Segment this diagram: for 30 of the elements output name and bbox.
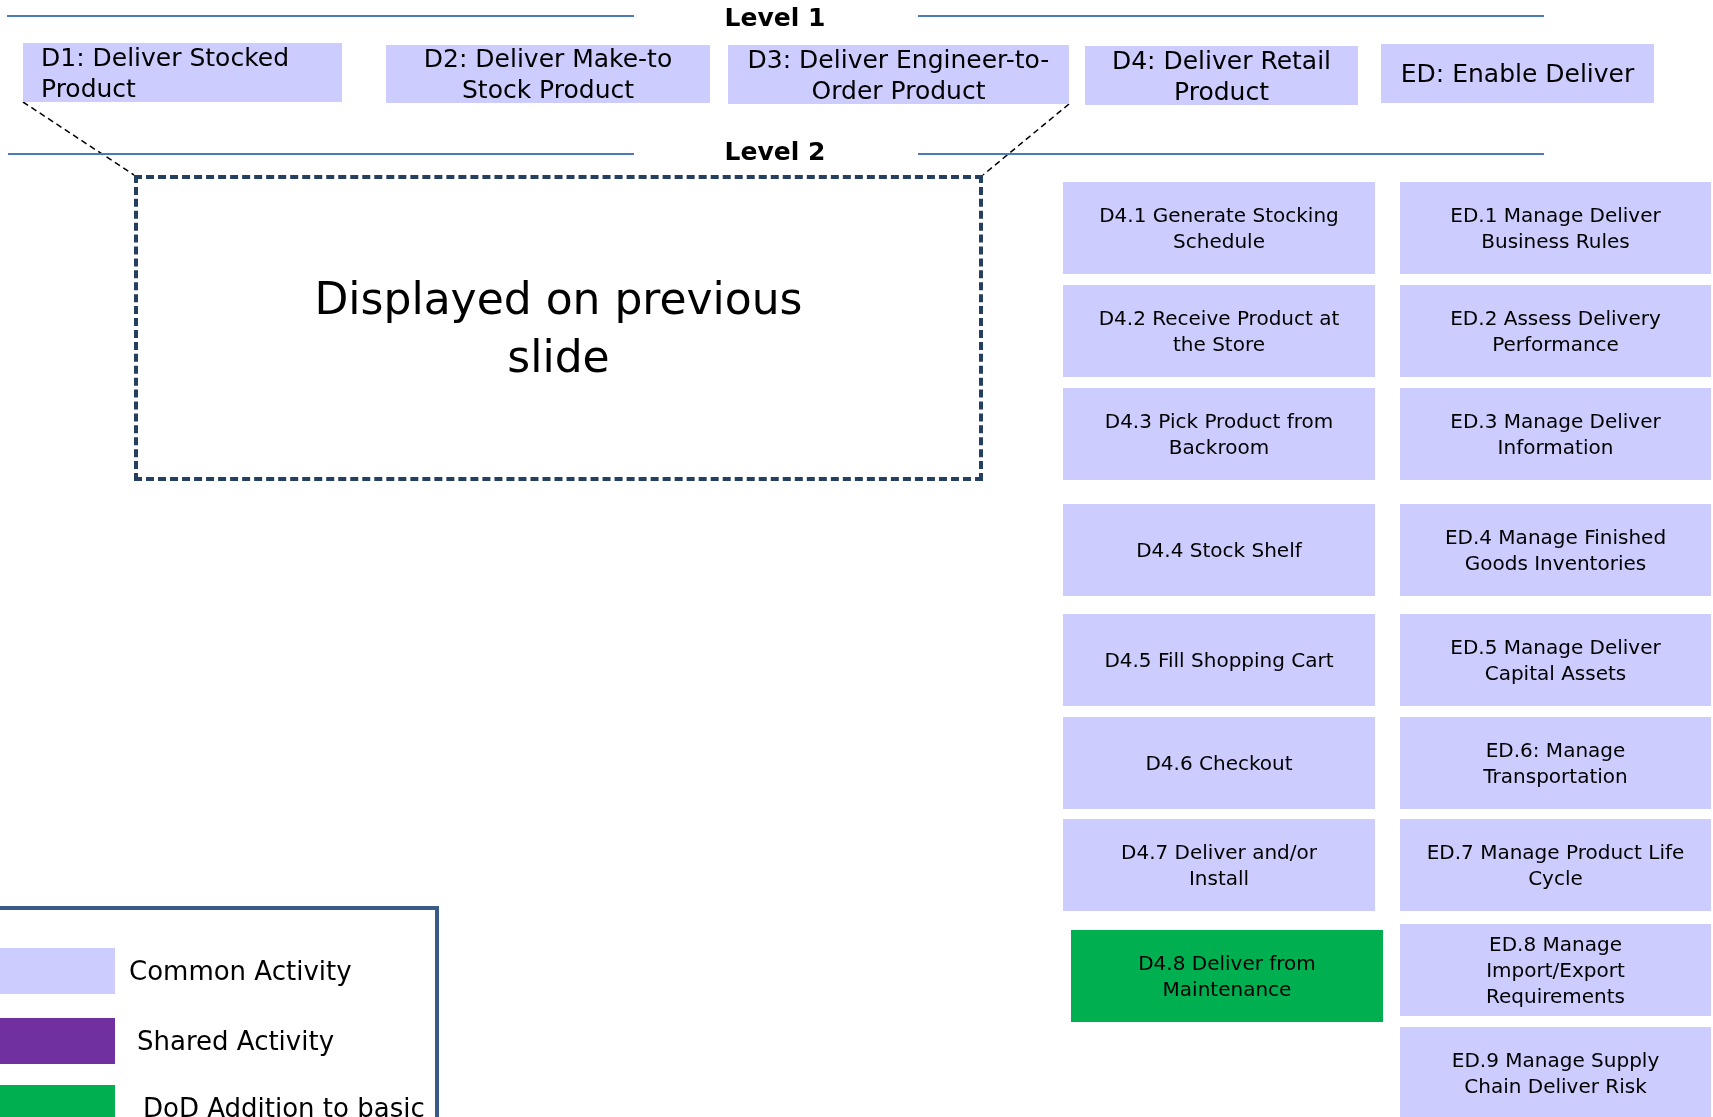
activity-box: ED.2 Assess Delivery Performance [1400, 285, 1711, 377]
legend-label: Shared Activity [137, 1026, 335, 1056]
activity-box: D4.8 Deliver from Maintenance [1071, 930, 1383, 1022]
activity-box: D4.3 Pick Product from Backroom [1063, 388, 1375, 480]
activity-box: ED.3 Manage Deliver Information [1400, 388, 1711, 480]
activity-box: ED.7 Manage Product Life Cycle [1400, 819, 1711, 911]
activity-box: D4.4 Stock Shelf [1063, 504, 1375, 596]
activity-box: D4.6 Checkout [1063, 717, 1375, 809]
activity-box: ED.4 Manage Finished Goods Inventories [1400, 504, 1711, 596]
activity-box: ED.8 Manage Import/Export Requirements [1400, 924, 1711, 1016]
activity-box: D4: Deliver Retail Product [1085, 46, 1358, 105]
activity-box: D2: Deliver Make-to Stock Product [386, 45, 710, 103]
activity-box: ED.5 Manage Deliver Capital Assets [1400, 614, 1711, 706]
activity-box: D4.2 Receive Product at the Store [1063, 285, 1375, 377]
activity-box: D3: Deliver Engineer-to- Order Product [728, 45, 1069, 104]
level-heading: Level 1 [723, 3, 827, 32]
activity-box: ED.1 Manage Deliver Business Rules [1400, 182, 1711, 274]
activity-box: D4.1 Generate Stocking Schedule [1063, 182, 1375, 274]
activity-box: D1: Deliver Stocked Product [23, 43, 342, 102]
activity-box: ED: Enable Deliver [1381, 44, 1654, 103]
activity-box: D4.7 Deliver and/or Install [1063, 819, 1375, 911]
activity-box: ED.6: Manage Transportation [1400, 717, 1711, 809]
zoom-line [22, 101, 135, 176]
legend-label: Common Activity [129, 956, 352, 986]
zoom-line [982, 103, 1070, 176]
activity-box: D4.5 Fill Shopping Cart [1063, 614, 1375, 706]
legend-label: DoD Addition to basic [143, 1093, 425, 1117]
level-heading: Level 2 [723, 137, 827, 166]
placeholder-box: Displayed on previous slide [134, 175, 983, 481]
activity-box: ED.9 Manage Supply Chain Deliver Risk [1400, 1027, 1711, 1117]
